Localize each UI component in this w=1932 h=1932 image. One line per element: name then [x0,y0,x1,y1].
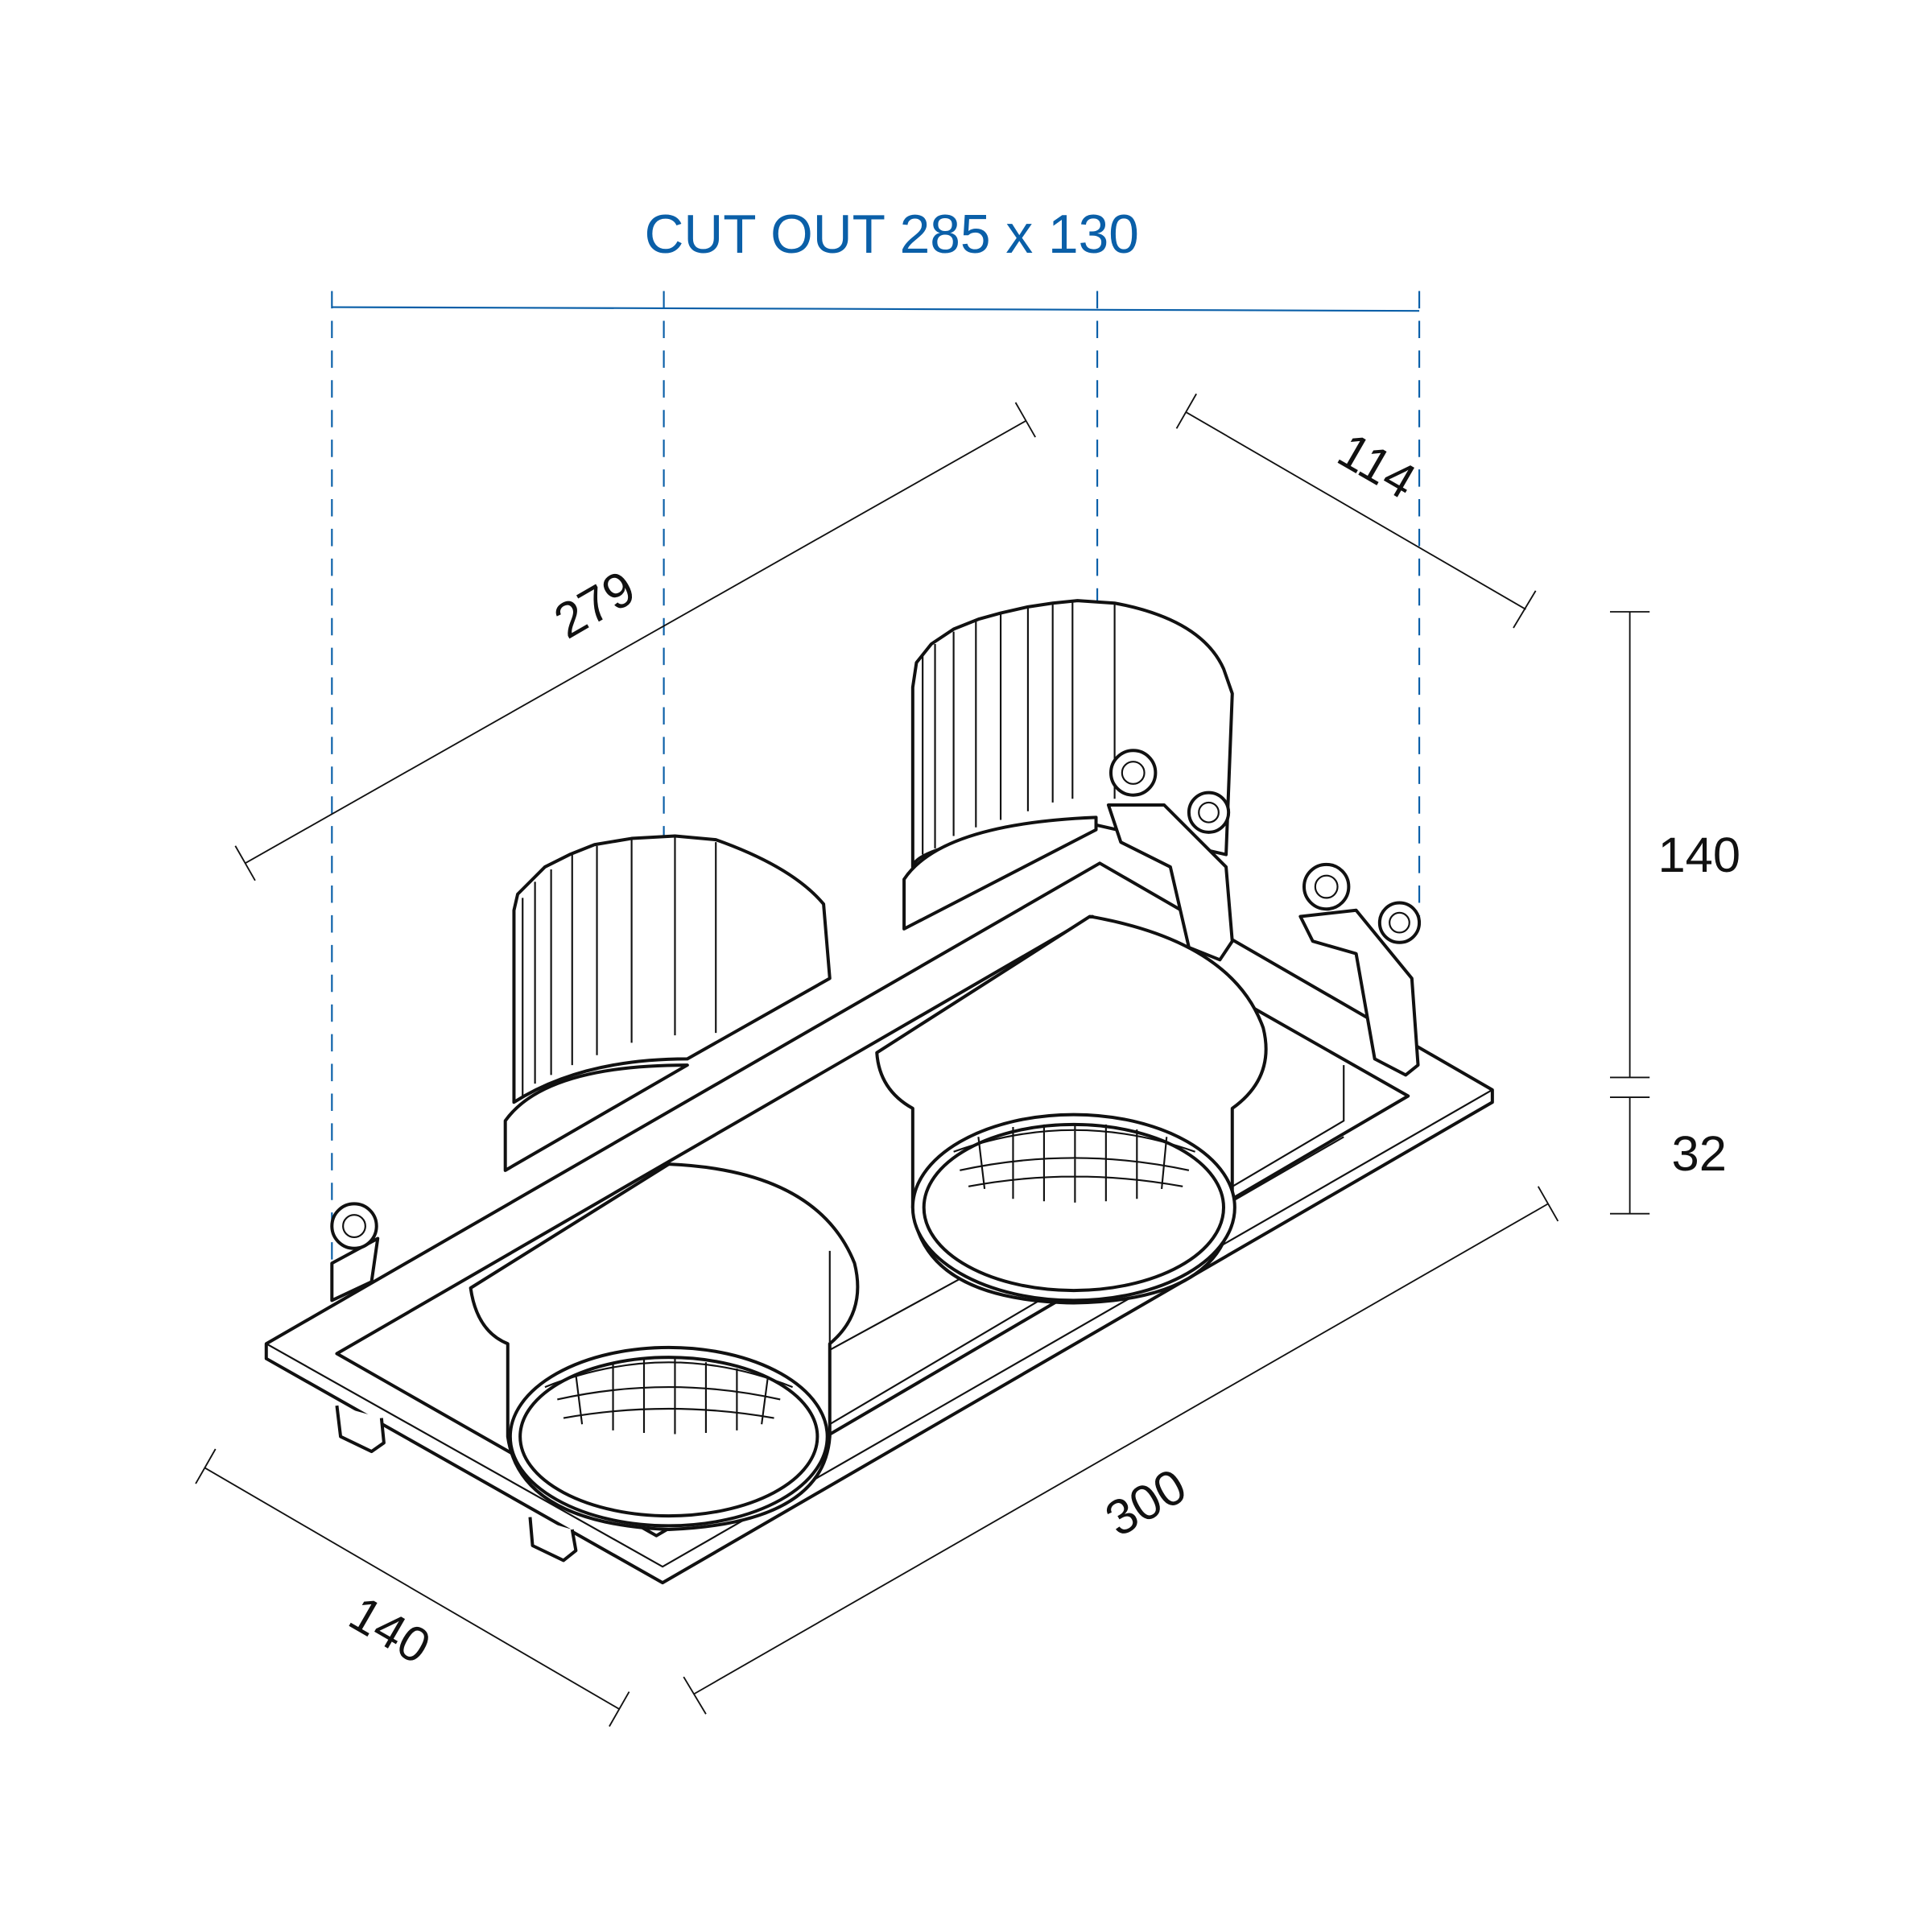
dimension-114: 114 [1175,393,1537,629]
cutout-title: CUT OUT 285 x 130 [644,204,1138,265]
left-spotlight [469,1162,860,1531]
dimension-32: 32 [1610,1096,1727,1215]
cutout-dimension-line [331,291,1421,1264]
dimension-140-height: 140 [1610,611,1740,1079]
right-spotlight [875,914,1268,1305]
dim-300-label: 300 [1096,1458,1195,1547]
dim-32-label: 32 [1672,1126,1727,1182]
right-heatsink [902,599,1234,931]
dim-114-label: 114 [1329,423,1425,510]
left-heatsink [503,834,832,1172]
dim-279-label: 279 [545,560,644,650]
dim-140-width-label: 140 [340,1586,439,1675]
dim-140-height-label: 140 [1657,828,1740,883]
mounting-springs [330,749,1422,1250]
trim-frame [264,861,1494,1585]
